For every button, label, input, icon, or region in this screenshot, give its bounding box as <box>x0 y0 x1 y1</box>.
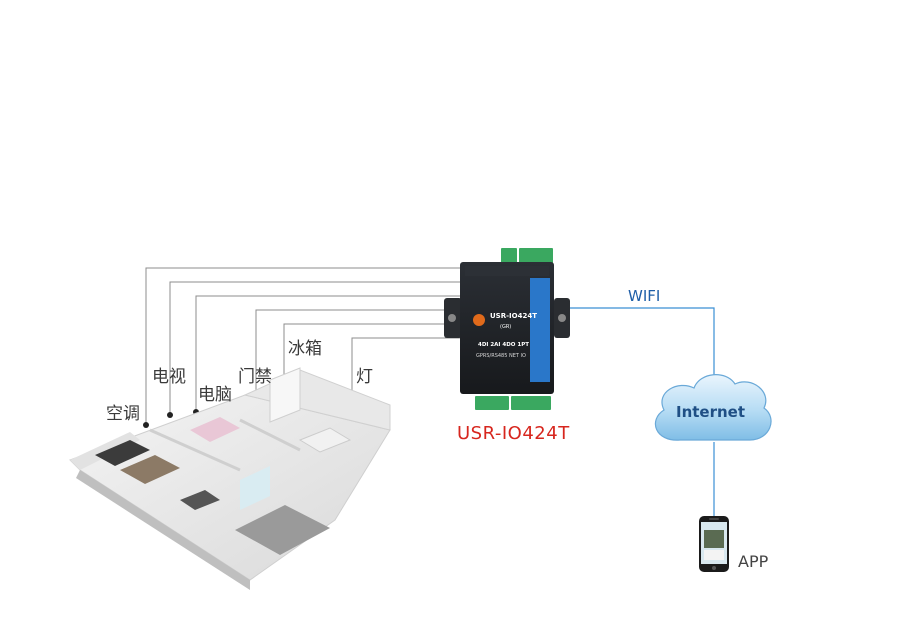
house-bed <box>190 417 240 442</box>
panel-desc: GPRS/RS485 NET IO <box>476 353 526 359</box>
top-terminals <box>501 248 553 264</box>
line-tv <box>169 281 460 414</box>
device-name-label: USR-IO424T <box>457 423 570 444</box>
house-bed2 <box>298 427 352 453</box>
device-logo <box>473 314 485 326</box>
line-fridge <box>283 323 460 398</box>
line-ac <box>145 267 460 424</box>
room-label-light: 灯 <box>356 367 373 387</box>
room-label-pc: 电脑 <box>198 385 232 405</box>
room-label-tv: 电视 <box>152 367 186 387</box>
house-divider <box>239 418 301 452</box>
line-pc <box>195 295 460 412</box>
bottom-terminals <box>475 396 551 410</box>
wifi-line <box>570 307 715 384</box>
smartphone-icon <box>699 516 729 572</box>
house-rug <box>120 455 180 484</box>
house-table <box>180 490 220 510</box>
dot-ac <box>143 422 149 428</box>
app-label: APP <box>738 552 769 571</box>
panel-model: USR-IO424T <box>490 312 537 320</box>
internet-label: Internet <box>676 403 746 421</box>
room-label-fridge: 冰箱 <box>288 339 322 359</box>
house-glass <box>240 466 270 510</box>
house-floorplan <box>69 367 391 590</box>
house-divider <box>149 428 241 472</box>
house-kitchen-tiles <box>235 505 330 555</box>
network-lines <box>570 307 715 516</box>
room-label-ac: 空调 <box>106 404 140 424</box>
internet-cloud-icon <box>654 374 772 441</box>
house-sofa <box>95 440 150 466</box>
room-label-door: 门禁 <box>238 367 272 387</box>
device-accent-stripe <box>530 278 550 382</box>
usr-io424t-device: USR-IO424T (GR) 4DI 2AI 4DO 1PT GPRS/RS4… <box>444 248 570 410</box>
house-base-edge <box>76 470 250 590</box>
panel-spec: 4DI 2AI 4DO 1PT <box>478 342 529 348</box>
panel-variant: (GR) <box>500 324 511 330</box>
dot-tv <box>167 412 173 418</box>
house-wardrobe <box>269 367 301 423</box>
wifi-label: WIFI <box>628 287 661 305</box>
